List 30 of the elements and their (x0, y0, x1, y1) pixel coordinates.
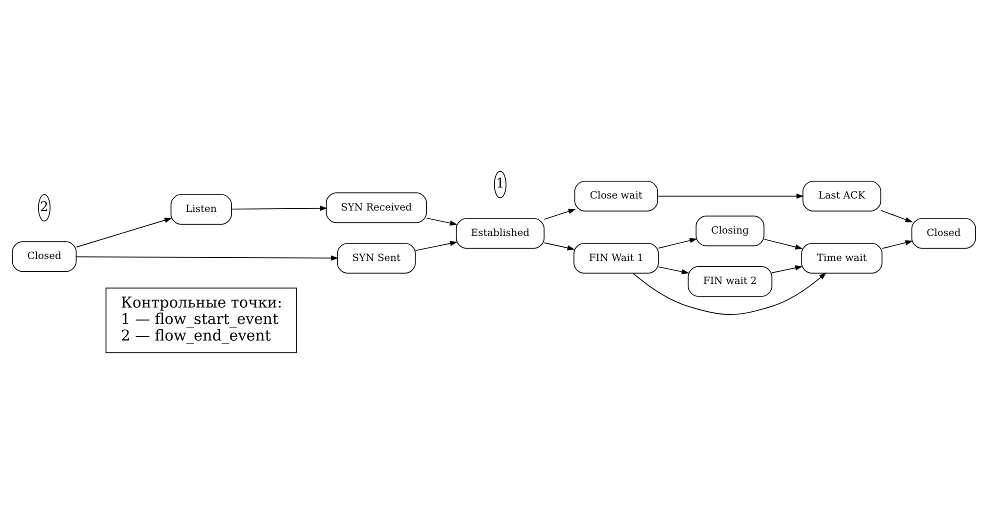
node-box: Listen (170, 194, 232, 224)
node-box: FIN wait 2 (688, 266, 772, 296)
node-box: Close wait (574, 180, 658, 211)
label: 2 (40, 199, 49, 214)
node-box: Closing (696, 215, 764, 246)
node-box: Last ACK (802, 180, 882, 211)
node-box: Closed (911, 218, 976, 248)
arrow (544, 208, 576, 220)
arrow (764, 238, 803, 250)
arrow (880, 209, 913, 222)
arrow (76, 217, 172, 247)
node-box: Time wait (801, 242, 882, 274)
arrow (657, 193, 804, 198)
arrow (632, 272, 826, 314)
arrow (426, 217, 458, 226)
arrow (658, 266, 690, 274)
node-box: FIN Wait 1 (574, 242, 659, 274)
arrow (415, 240, 458, 250)
arrow (544, 242, 575, 250)
arrow (76, 254, 339, 260)
node-box: SYN Sent (337, 242, 416, 274)
arrow (658, 237, 698, 248)
arrow (882, 240, 913, 248)
node-box: Контрольные точки: 1 — flow_start_event 2 — flow_end_event (106, 287, 297, 353)
node-box: SYN Received (326, 192, 427, 223)
node-box: Closed (12, 240, 77, 272)
node-box: Established (456, 218, 545, 248)
label: 1 (496, 176, 504, 192)
arrow (771, 264, 803, 273)
arrow (231, 205, 328, 210)
